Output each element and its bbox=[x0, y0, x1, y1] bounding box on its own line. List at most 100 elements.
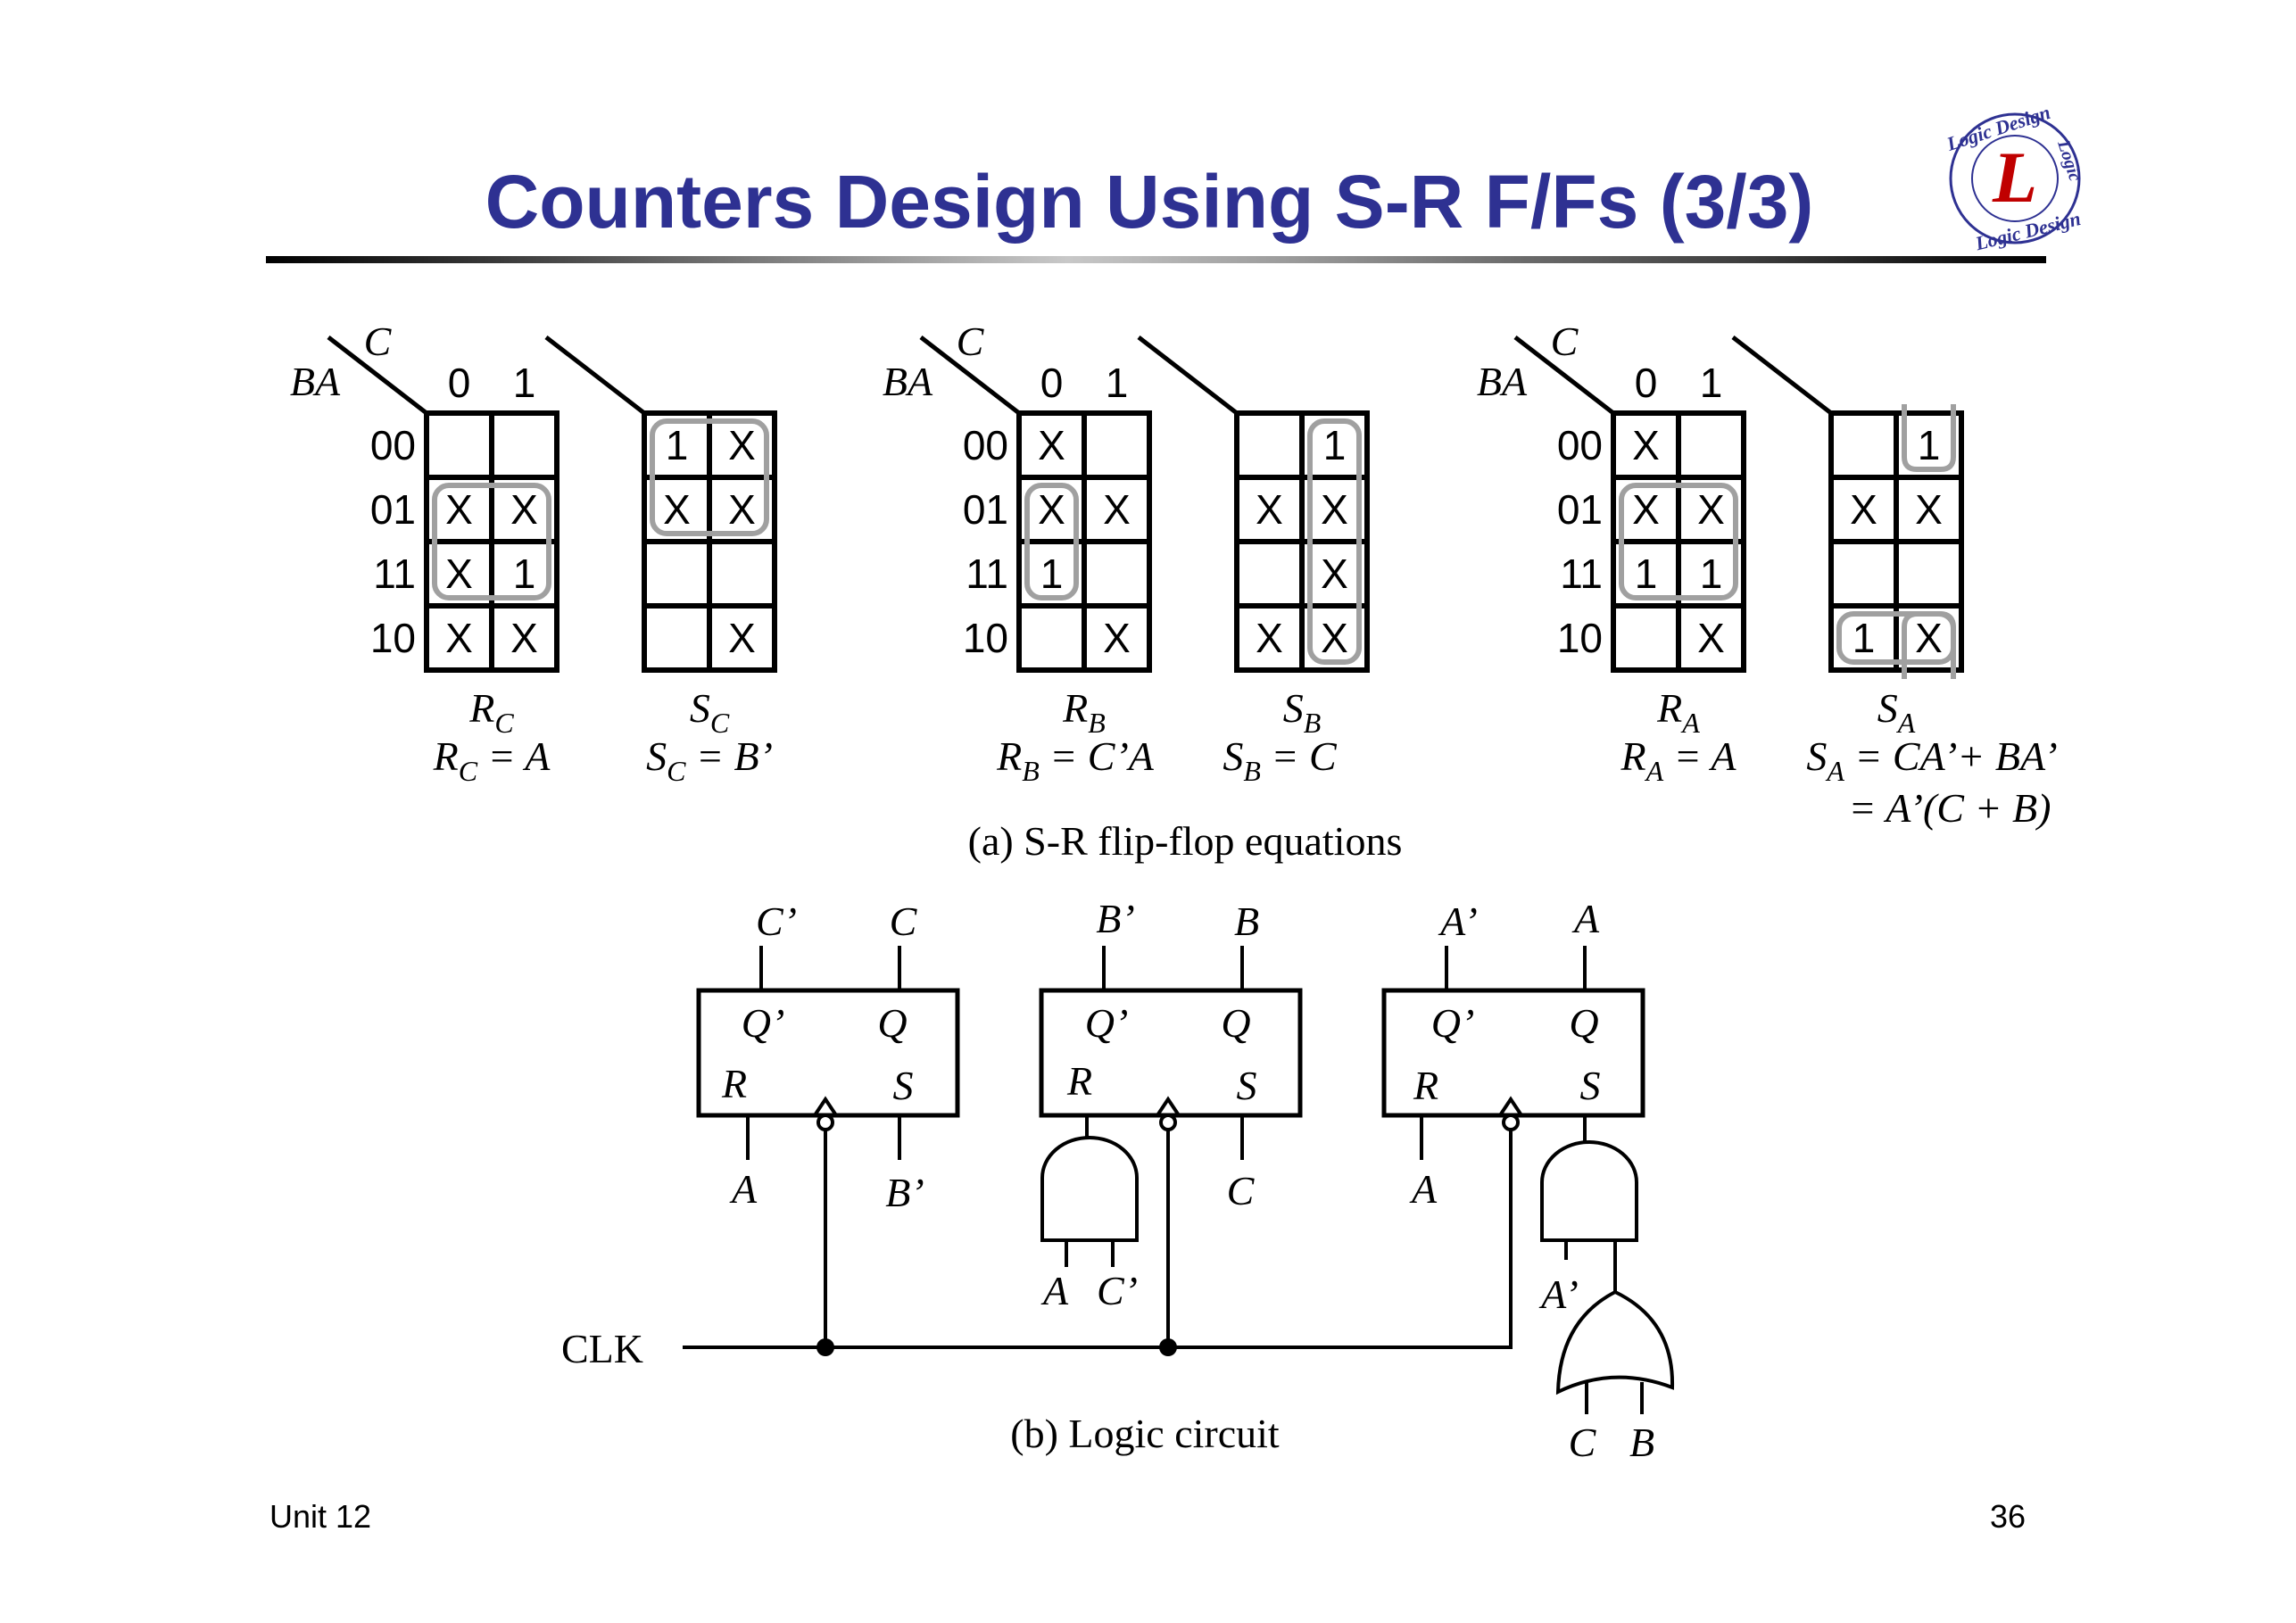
ffc-out: C bbox=[890, 898, 918, 944]
kmap-cell: X bbox=[663, 486, 691, 533]
kmap-cell: 1 bbox=[1918, 422, 1941, 468]
ffc-s-input: B’ bbox=[885, 1170, 924, 1215]
kmap-col-header: 0 bbox=[1635, 360, 1658, 406]
kmap-col-header: 1 bbox=[1106, 360, 1129, 406]
flipflop-a-labels: Q’ Q R S A’ A A A’ C B bbox=[1409, 896, 1654, 1465]
and-gate-1 bbox=[1040, 1136, 1139, 1242]
or-input-b: B bbox=[1629, 1420, 1654, 1465]
kmap-cell: X bbox=[510, 486, 538, 533]
ffc-q-label: Q bbox=[877, 1000, 907, 1046]
ffb-out-bar: B’ bbox=[1096, 896, 1134, 941]
footer-unit: Unit 12 bbox=[269, 1498, 371, 1535]
ffa-q-label: Q bbox=[1569, 1000, 1598, 1046]
kmap-col-header: 1 bbox=[1700, 360, 1723, 406]
kmap-cell: X bbox=[728, 486, 756, 533]
kmap-name: SC bbox=[690, 685, 730, 739]
kmap-cell: X bbox=[1256, 486, 1283, 533]
flipflop-c-labels: Q’ Q R S C’ C A B’ bbox=[721, 898, 924, 1215]
kmap-row-header: 01 bbox=[1557, 486, 1603, 533]
kmap-equation: SA = CA’+ BA’ bbox=[1806, 733, 2057, 787]
kmap-cell: X bbox=[728, 615, 756, 661]
kmap-cell: X bbox=[1697, 486, 1725, 533]
circuit-caption: (b) Logic circuit bbox=[1010, 1411, 1280, 1456]
kmap-loop bbox=[1902, 611, 1956, 679]
kmap-name: RC bbox=[468, 685, 514, 739]
kmap-row-header: 00 bbox=[1557, 422, 1603, 468]
kmap-row-header: 10 bbox=[370, 615, 416, 661]
and-gate-2 bbox=[1540, 1140, 1638, 1242]
kmap-caption: (a) S-R flip-flop equations bbox=[968, 818, 1403, 864]
kmap-equation: SB = C bbox=[1223, 733, 1338, 787]
kmap-name: RA bbox=[1656, 685, 1700, 739]
kmap-row-header: 11 bbox=[1560, 551, 1603, 597]
kmap-cell: X bbox=[445, 615, 473, 661]
kmap-cell: X bbox=[728, 422, 756, 468]
kmap-cell: 1 bbox=[1700, 551, 1723, 597]
kmap-cell: 1 bbox=[1635, 551, 1658, 597]
kmap-row-var: BA bbox=[290, 359, 341, 404]
ffb-r-label: R bbox=[1066, 1058, 1092, 1104]
flipflop-b-labels: Q’ Q R S B’ B C A C’ bbox=[1040, 896, 1259, 1313]
kmap-loop bbox=[432, 483, 551, 600]
kmap-col-var: C bbox=[364, 319, 393, 364]
kmap-row-header: 11 bbox=[373, 551, 416, 597]
kmap-cell: X bbox=[1915, 615, 1943, 661]
ffa-r-input: A bbox=[1409, 1166, 1438, 1212]
kmap-cell: 1 bbox=[1040, 551, 1064, 597]
kmap-equation-line2: = A’(C + B) bbox=[1849, 785, 2051, 831]
logic-circuit bbox=[683, 946, 1675, 1414]
kmap-cell: X bbox=[1038, 486, 1065, 533]
title-rule bbox=[266, 256, 2046, 263]
kmap-col-var: C bbox=[1551, 319, 1579, 364]
kmap-cell: X bbox=[445, 486, 473, 533]
clock-junction-2 bbox=[1159, 1338, 1177, 1356]
and2-input-abar: A’ bbox=[1538, 1271, 1579, 1317]
ffc-out-bar: C’ bbox=[756, 898, 797, 944]
ffb-q-label: Q bbox=[1221, 1000, 1250, 1046]
kmap-cell: X bbox=[1038, 422, 1065, 468]
ffa-out-bar: A’ bbox=[1438, 898, 1478, 944]
kmap-cell: X bbox=[1256, 615, 1283, 661]
or-input-c: C bbox=[1569, 1420, 1597, 1465]
logic-design-logo: L Logic Design Logic Logic Design bbox=[1944, 101, 2085, 255]
slide-title: Counters Design Using S-R F/Fs (3/3) bbox=[485, 160, 1814, 244]
and1-input-cbar: C’ bbox=[1097, 1268, 1138, 1313]
ffc-s-label: S bbox=[893, 1063, 914, 1108]
kmap-cell: X bbox=[1632, 486, 1660, 533]
kmap-row-header: 10 bbox=[1557, 615, 1603, 661]
kmap-cell: X bbox=[445, 551, 473, 597]
kmap-equation: RC = A bbox=[433, 733, 551, 787]
kmap-cell: X bbox=[1321, 551, 1348, 597]
kmap-loop bbox=[1024, 483, 1079, 600]
ffb-out: B bbox=[1234, 898, 1259, 944]
kmap-row-header: 10 bbox=[963, 615, 1008, 661]
kmap-cell: X bbox=[1697, 615, 1725, 661]
kmap-col-var: C bbox=[957, 319, 985, 364]
kmap-row-var: BA bbox=[883, 359, 933, 404]
kmap-cell: 1 bbox=[666, 422, 689, 468]
or-gate bbox=[1555, 1289, 1675, 1395]
logo-letter: L bbox=[1992, 137, 2037, 218]
kmap-cell: X bbox=[1103, 615, 1131, 661]
kmap-cell: X bbox=[1632, 422, 1660, 468]
clock-junction-1 bbox=[816, 1338, 834, 1356]
ffa-qbar-label: Q’ bbox=[1431, 1000, 1475, 1046]
kmap-loop bbox=[650, 418, 769, 536]
ffc-r-label: R bbox=[721, 1061, 747, 1106]
ffb-s-label: S bbox=[1237, 1063, 1257, 1108]
kmap-name: RB bbox=[1062, 685, 1106, 739]
kmap-col-header: 0 bbox=[1040, 360, 1064, 406]
ffa-r-label: R bbox=[1413, 1063, 1438, 1108]
kmap-cell: X bbox=[510, 615, 538, 661]
kmap-loop bbox=[1619, 483, 1738, 600]
kmap-row-header: 00 bbox=[963, 422, 1008, 468]
kmap-name: SB bbox=[1283, 685, 1322, 739]
kmap-row-var: BA bbox=[1477, 359, 1528, 404]
